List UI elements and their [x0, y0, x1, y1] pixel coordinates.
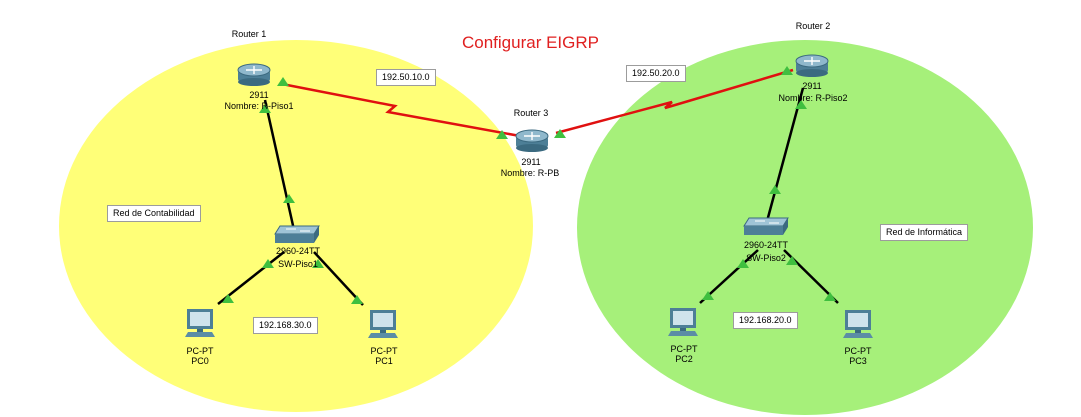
router2-name: Nombre: R-Piso2	[778, 93, 848, 103]
port-indicators	[222, 66, 836, 304]
pc3[interactable]	[842, 309, 874, 339]
router2[interactable]	[795, 53, 829, 77]
port-up-icon	[702, 291, 714, 300]
pc2[interactable]	[667, 307, 699, 337]
eth-link-r2-sw2[interactable]	[764, 87, 805, 226]
router3-name: Nombre: R-PB	[500, 168, 560, 178]
pc0-model: PC-PT	[186, 346, 214, 356]
zone-label-it: Red de Informática	[880, 224, 969, 241]
port-up-icon	[737, 259, 749, 268]
port-up-icon	[786, 256, 798, 265]
eth-link-sw1-pc0[interactable]	[217, 251, 285, 305]
router2-model: 2911	[802, 81, 822, 91]
port-up-icon	[259, 104, 271, 113]
router1-name: Nombre: R-Piso1	[224, 101, 294, 111]
eth-link-sw1-pc1[interactable]	[313, 251, 364, 306]
port-up-icon	[824, 292, 836, 301]
pc3-name: PC3	[849, 356, 867, 366]
port-up-icon	[312, 259, 324, 268]
pc0[interactable]	[184, 308, 216, 338]
router-icon	[515, 129, 549, 152]
router-icon	[237, 63, 271, 86]
network-label-r1-r3: 192.50.10.0	[376, 69, 436, 86]
port-up-icon	[554, 129, 566, 138]
pc2-name: PC2	[675, 354, 693, 364]
switch2[interactable]	[743, 217, 789, 237]
pc3-model: PC-PT	[844, 346, 872, 356]
network-label-lan-left: 192.168.30.0	[253, 317, 318, 334]
port-up-icon	[222, 294, 234, 303]
port-up-icon	[277, 77, 289, 86]
router1[interactable]	[237, 62, 271, 86]
port-up-icon	[351, 295, 363, 304]
diagram-title: Configurar EIGRP	[462, 33, 599, 52]
pc1-model: PC-PT	[370, 346, 398, 356]
pc2-model: PC-PT	[670, 344, 698, 354]
switch1[interactable]	[274, 225, 320, 245]
router1-model: 2911	[249, 90, 269, 100]
serial-link-r3-r2[interactable]	[555, 68, 794, 135]
port-up-icon	[781, 66, 793, 75]
switch1-name: SW-Piso1	[278, 259, 318, 269]
port-up-icon	[262, 259, 274, 268]
router3-caption: Router 3	[513, 108, 549, 118]
pc-icon	[185, 309, 215, 337]
pc-icon	[368, 310, 398, 338]
network-label-r3-r2: 192.50.20.0	[626, 65, 686, 82]
switch-icon	[274, 225, 320, 243]
port-up-icon	[496, 130, 508, 139]
switch1-model: 2960-24TT	[275, 246, 321, 256]
eth-link-r1-sw1[interactable]	[263, 99, 296, 231]
switch2-name: SW-Piso2	[746, 253, 786, 263]
pc1-name: PC1	[375, 356, 393, 366]
pc1[interactable]	[367, 309, 399, 339]
serial-link-r1-r3[interactable]	[281, 82, 521, 138]
pc0-name: PC0	[191, 356, 209, 366]
pc-icon	[843, 310, 873, 338]
router3-model: 2911	[521, 157, 541, 167]
port-up-icon	[769, 185, 781, 194]
port-up-icon	[795, 100, 807, 109]
router2-caption: Router 2	[795, 21, 831, 31]
switch-icon	[743, 217, 789, 235]
pc-icon	[668, 308, 698, 336]
router-icon	[795, 54, 829, 77]
port-up-icon	[283, 194, 295, 203]
network-label-lan-right: 192.168.20.0	[733, 312, 798, 329]
switch2-model: 2960-24TT	[743, 240, 789, 250]
zone-label-accounting: Red de Contabilidad	[107, 205, 201, 222]
router1-caption: Router 1	[231, 29, 267, 39]
router3[interactable]	[515, 128, 549, 152]
